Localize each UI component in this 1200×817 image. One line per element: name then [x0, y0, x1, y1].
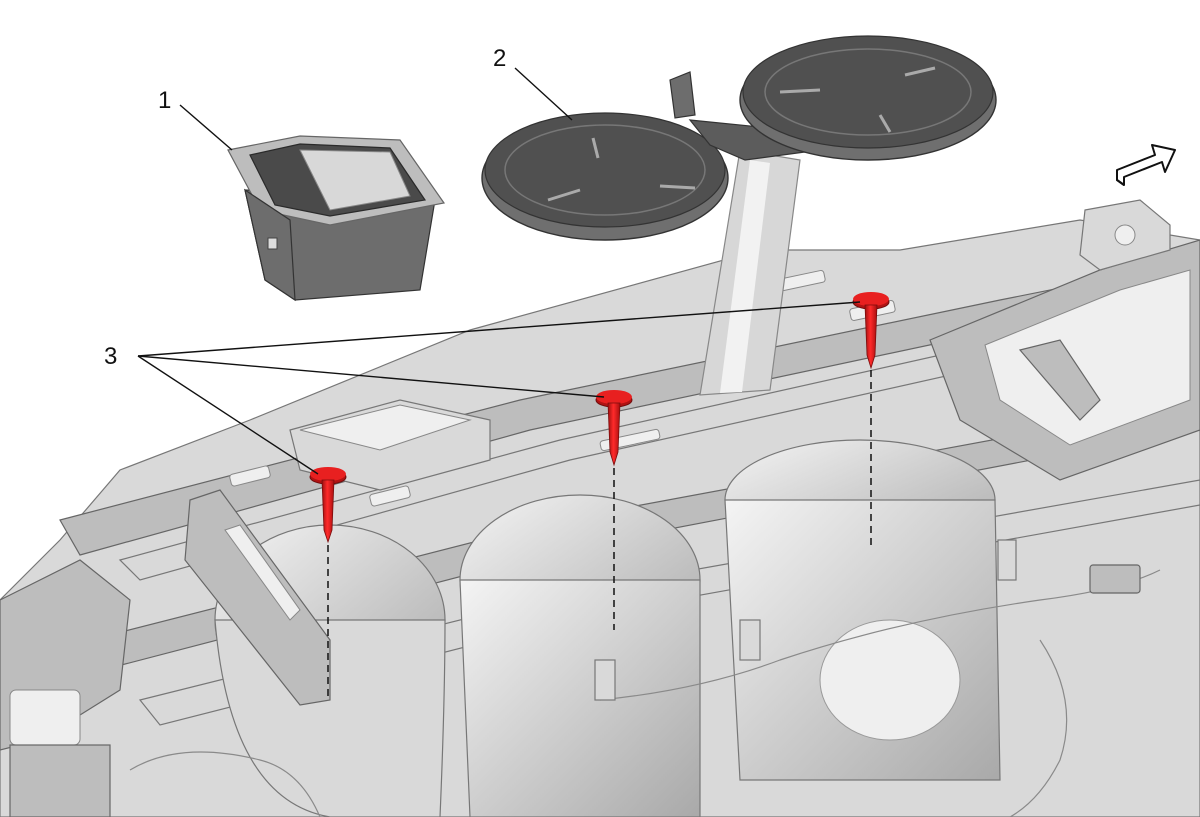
callout-label-2: 2 — [493, 45, 506, 72]
console-body — [0, 199, 1200, 817]
callout-label-1: 1 — [158, 87, 171, 114]
front-direction-arrow-icon — [1116, 144, 1176, 186]
callout-1: 1 — [158, 87, 233, 151]
callout-label-3: 3 — [104, 343, 117, 370]
fastener-3a — [309, 467, 347, 544]
install-path-lines — [327, 370, 872, 700]
fastener-3b — [595, 390, 633, 467]
callout-3: 3 — [104, 301, 861, 475]
cup-holder-mat-part — [481, 35, 997, 396]
storage-tray-part — [227, 135, 446, 302]
callout-2: 2 — [493, 45, 573, 121]
fastener-3c — [852, 292, 890, 370]
